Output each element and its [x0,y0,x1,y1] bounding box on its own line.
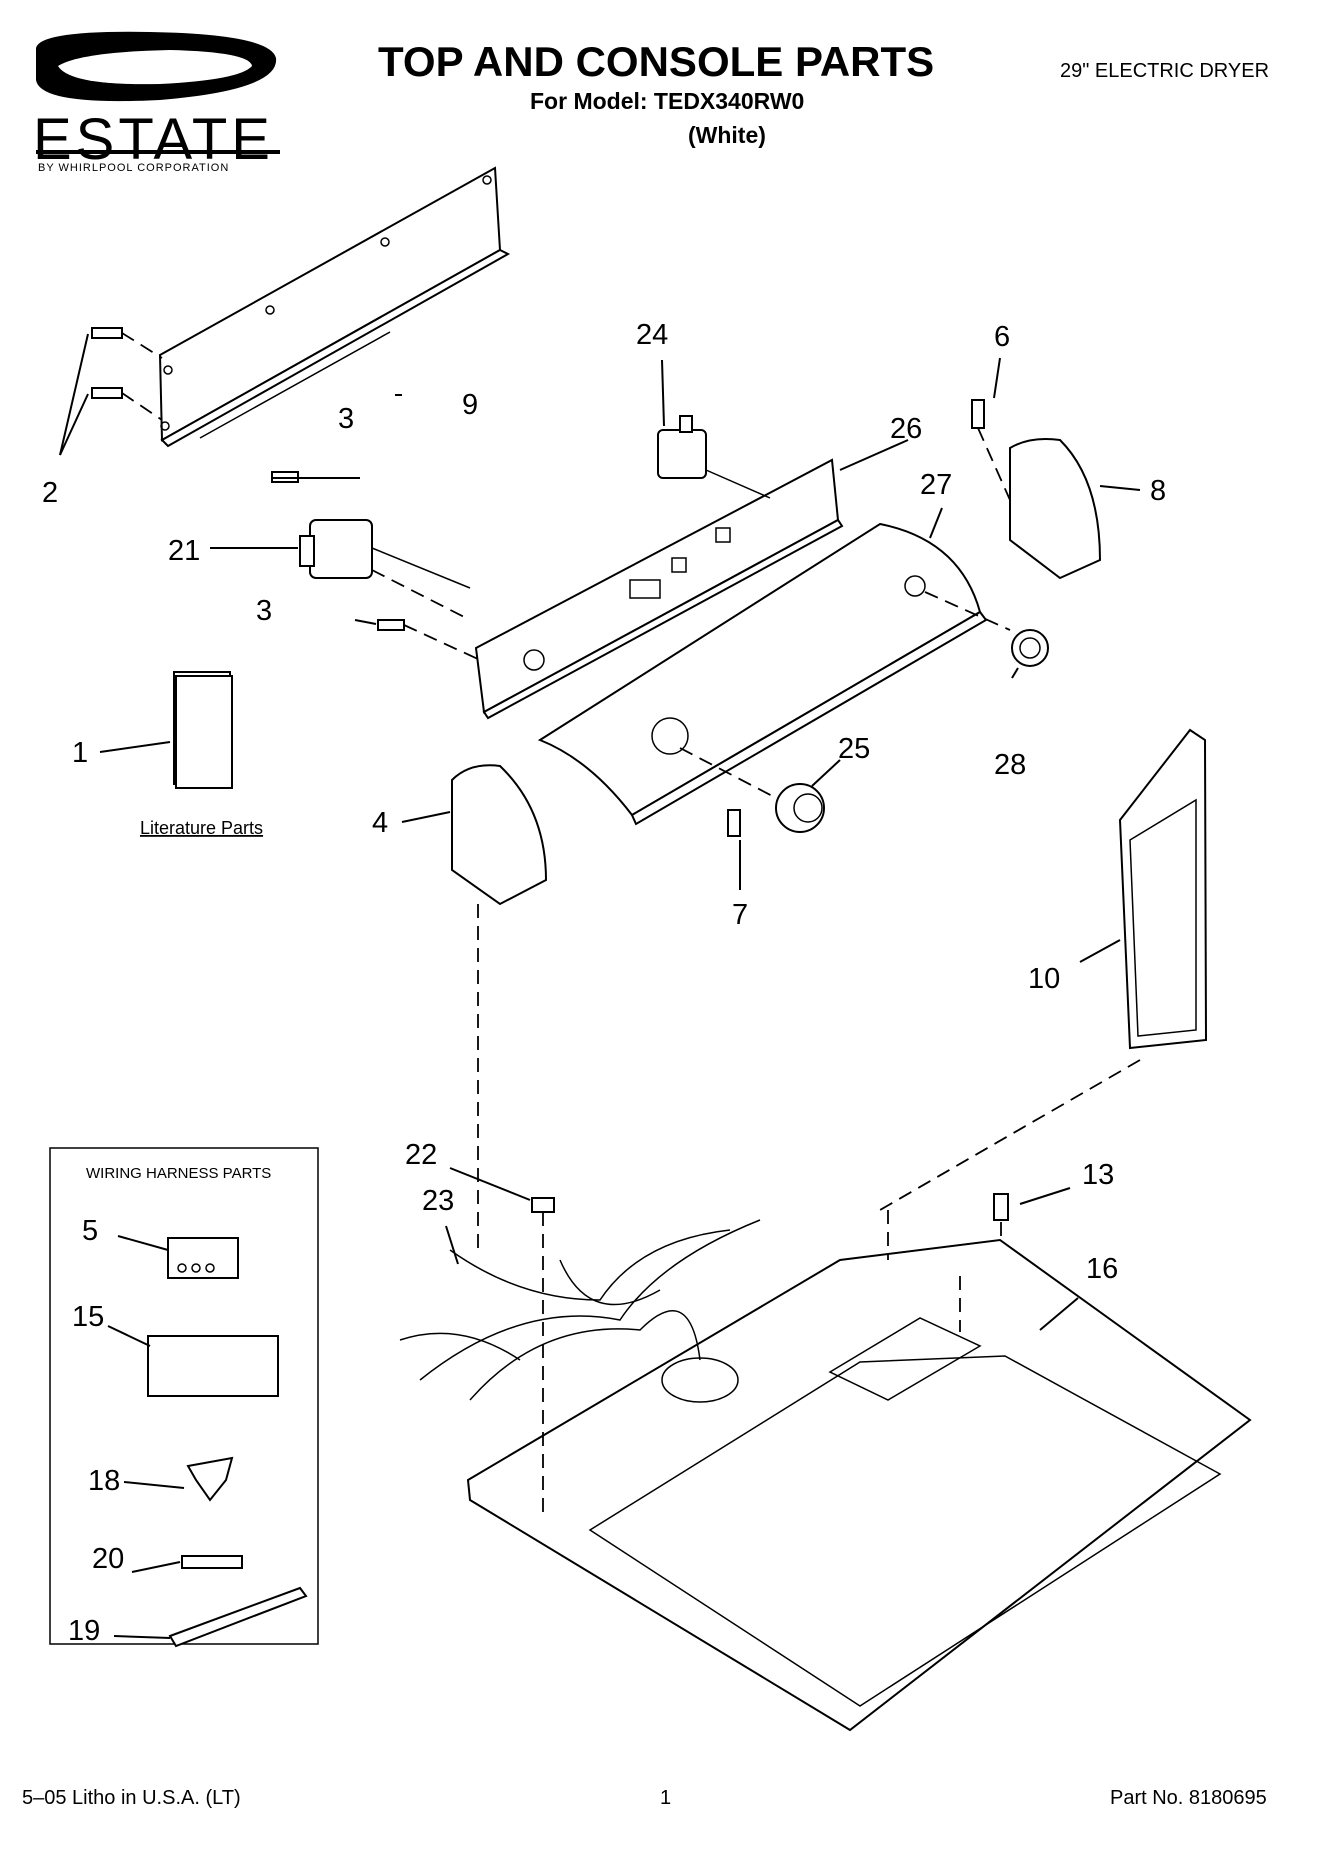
page-number: 1 [660,1787,672,1809]
callout-9: 9 [462,389,478,421]
literature-parts-label: Literature Parts [140,818,263,838]
callout-16: 16 [1086,1253,1118,1285]
callout-20: 20 [92,1543,124,1575]
part-16-top-panel [466,1210,1252,1732]
estate-logo [36,31,280,154]
callout-3a: 3 [338,403,354,435]
model-number: For Model: TEDX340RW0 [530,88,805,114]
part-22-clip [531,1197,555,1520]
part-2-screws [59,327,402,456]
callout-10: 10 [1028,963,1060,995]
callout-23: 23 [422,1185,454,1217]
part-8-end-cap [971,399,1102,580]
part-24-timer [657,415,771,499]
callout-27: 27 [920,469,952,501]
callout-1: 1 [72,737,88,769]
callout-25: 25 [838,733,870,765]
part-number: Part No. 8180695 [1110,1787,1267,1809]
part-7-screw [727,809,741,837]
wiring-harness-title: WIRING HARNESS PARTS [86,1165,271,1182]
brand-logo-text: ESTATE [33,107,274,172]
callout-arrows [99,357,1141,1639]
part-1-literature [173,671,233,789]
callout-26: 26 [890,413,922,445]
callout-6: 6 [994,321,1010,353]
callout-4: 4 [372,807,388,839]
callout-18: 18 [88,1465,120,1497]
brand-subtitle: BY WHIRLPOOL CORPORATION [38,162,230,174]
part-23-wiring-harness [399,1219,761,1401]
callout-2: 2 [42,477,58,509]
part-13-screw [993,1193,1009,1240]
callout-7: 7 [732,899,748,931]
part-21-switch [299,519,471,621]
part-27-console [537,522,1011,826]
part-28-knob [1011,629,1049,667]
callout-19: 19 [68,1615,100,1647]
litho-note: 5–05 Litho in U.S.A. (LT) [22,1787,241,1809]
callout-21: 21 [168,535,200,567]
part-25-knob [775,783,825,833]
callout-8: 8 [1150,475,1166,507]
part-4-end-cap [451,764,548,1250]
callout-3b: 3 [256,595,272,627]
model-color: (White) [688,122,766,148]
part-10-lint-screen [879,728,1208,1211]
part-9-rear-panel [158,166,511,448]
callout-28: 28 [994,749,1026,781]
wiring-harness-box [49,1147,319,1648]
callout-22: 22 [405,1139,437,1171]
product-type: 29" ELECTRIC DRYER [1060,60,1270,82]
callout-15: 15 [72,1301,104,1333]
page-title: TOP AND CONSOLE PARTS [378,38,935,85]
callout-24: 24 [636,319,668,351]
part-26-control-panel [474,458,844,720]
callout-labels: 1 2 3 3 4 5 6 7 8 9 10 13 15 16 18 19 20… [42,319,1166,1647]
callout-5: 5 [82,1215,98,1247]
callout-13: 13 [1082,1159,1114,1191]
